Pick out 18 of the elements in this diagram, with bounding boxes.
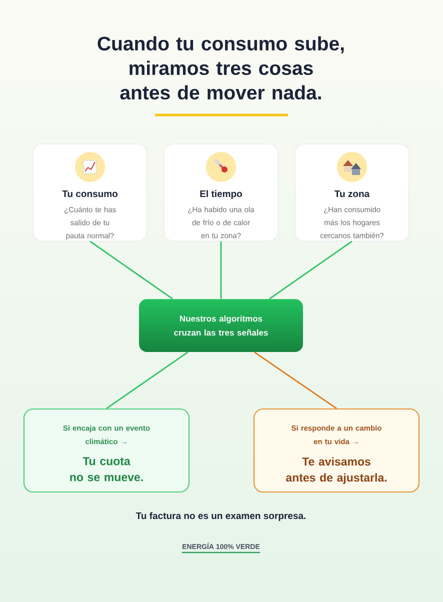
outcome-box — [253, 408, 420, 493]
outcome-text: Te avisamos antes de ajustarla. — [286, 457, 386, 484]
title: Cuando tu consumo sube, miramos tres cosas antes de mover nada. — [98, 36, 344, 100]
connector-line — [106, 352, 188, 410]
card-heading: Tu zona — [334, 190, 370, 198]
info-card — [32, 144, 148, 242]
connector-line — [254, 352, 337, 410]
connector-line — [220, 241, 222, 299]
info-card — [164, 144, 278, 242]
tagline: Tu factura no es un examen sorpresa. — [136, 512, 306, 521]
box-text: Nuestros algoritmos cruzan las tres señales — [174, 315, 268, 336]
connector-line — [269, 240, 352, 300]
connector-line — [90, 240, 173, 300]
card-heading: El tiempo — [200, 190, 242, 199]
card-heading: Tu consumo — [62, 190, 118, 198]
info-card — [294, 144, 410, 242]
outcome-box — [23, 408, 190, 493]
outcome-text: Tu cuota no se mueve. — [70, 457, 143, 482]
